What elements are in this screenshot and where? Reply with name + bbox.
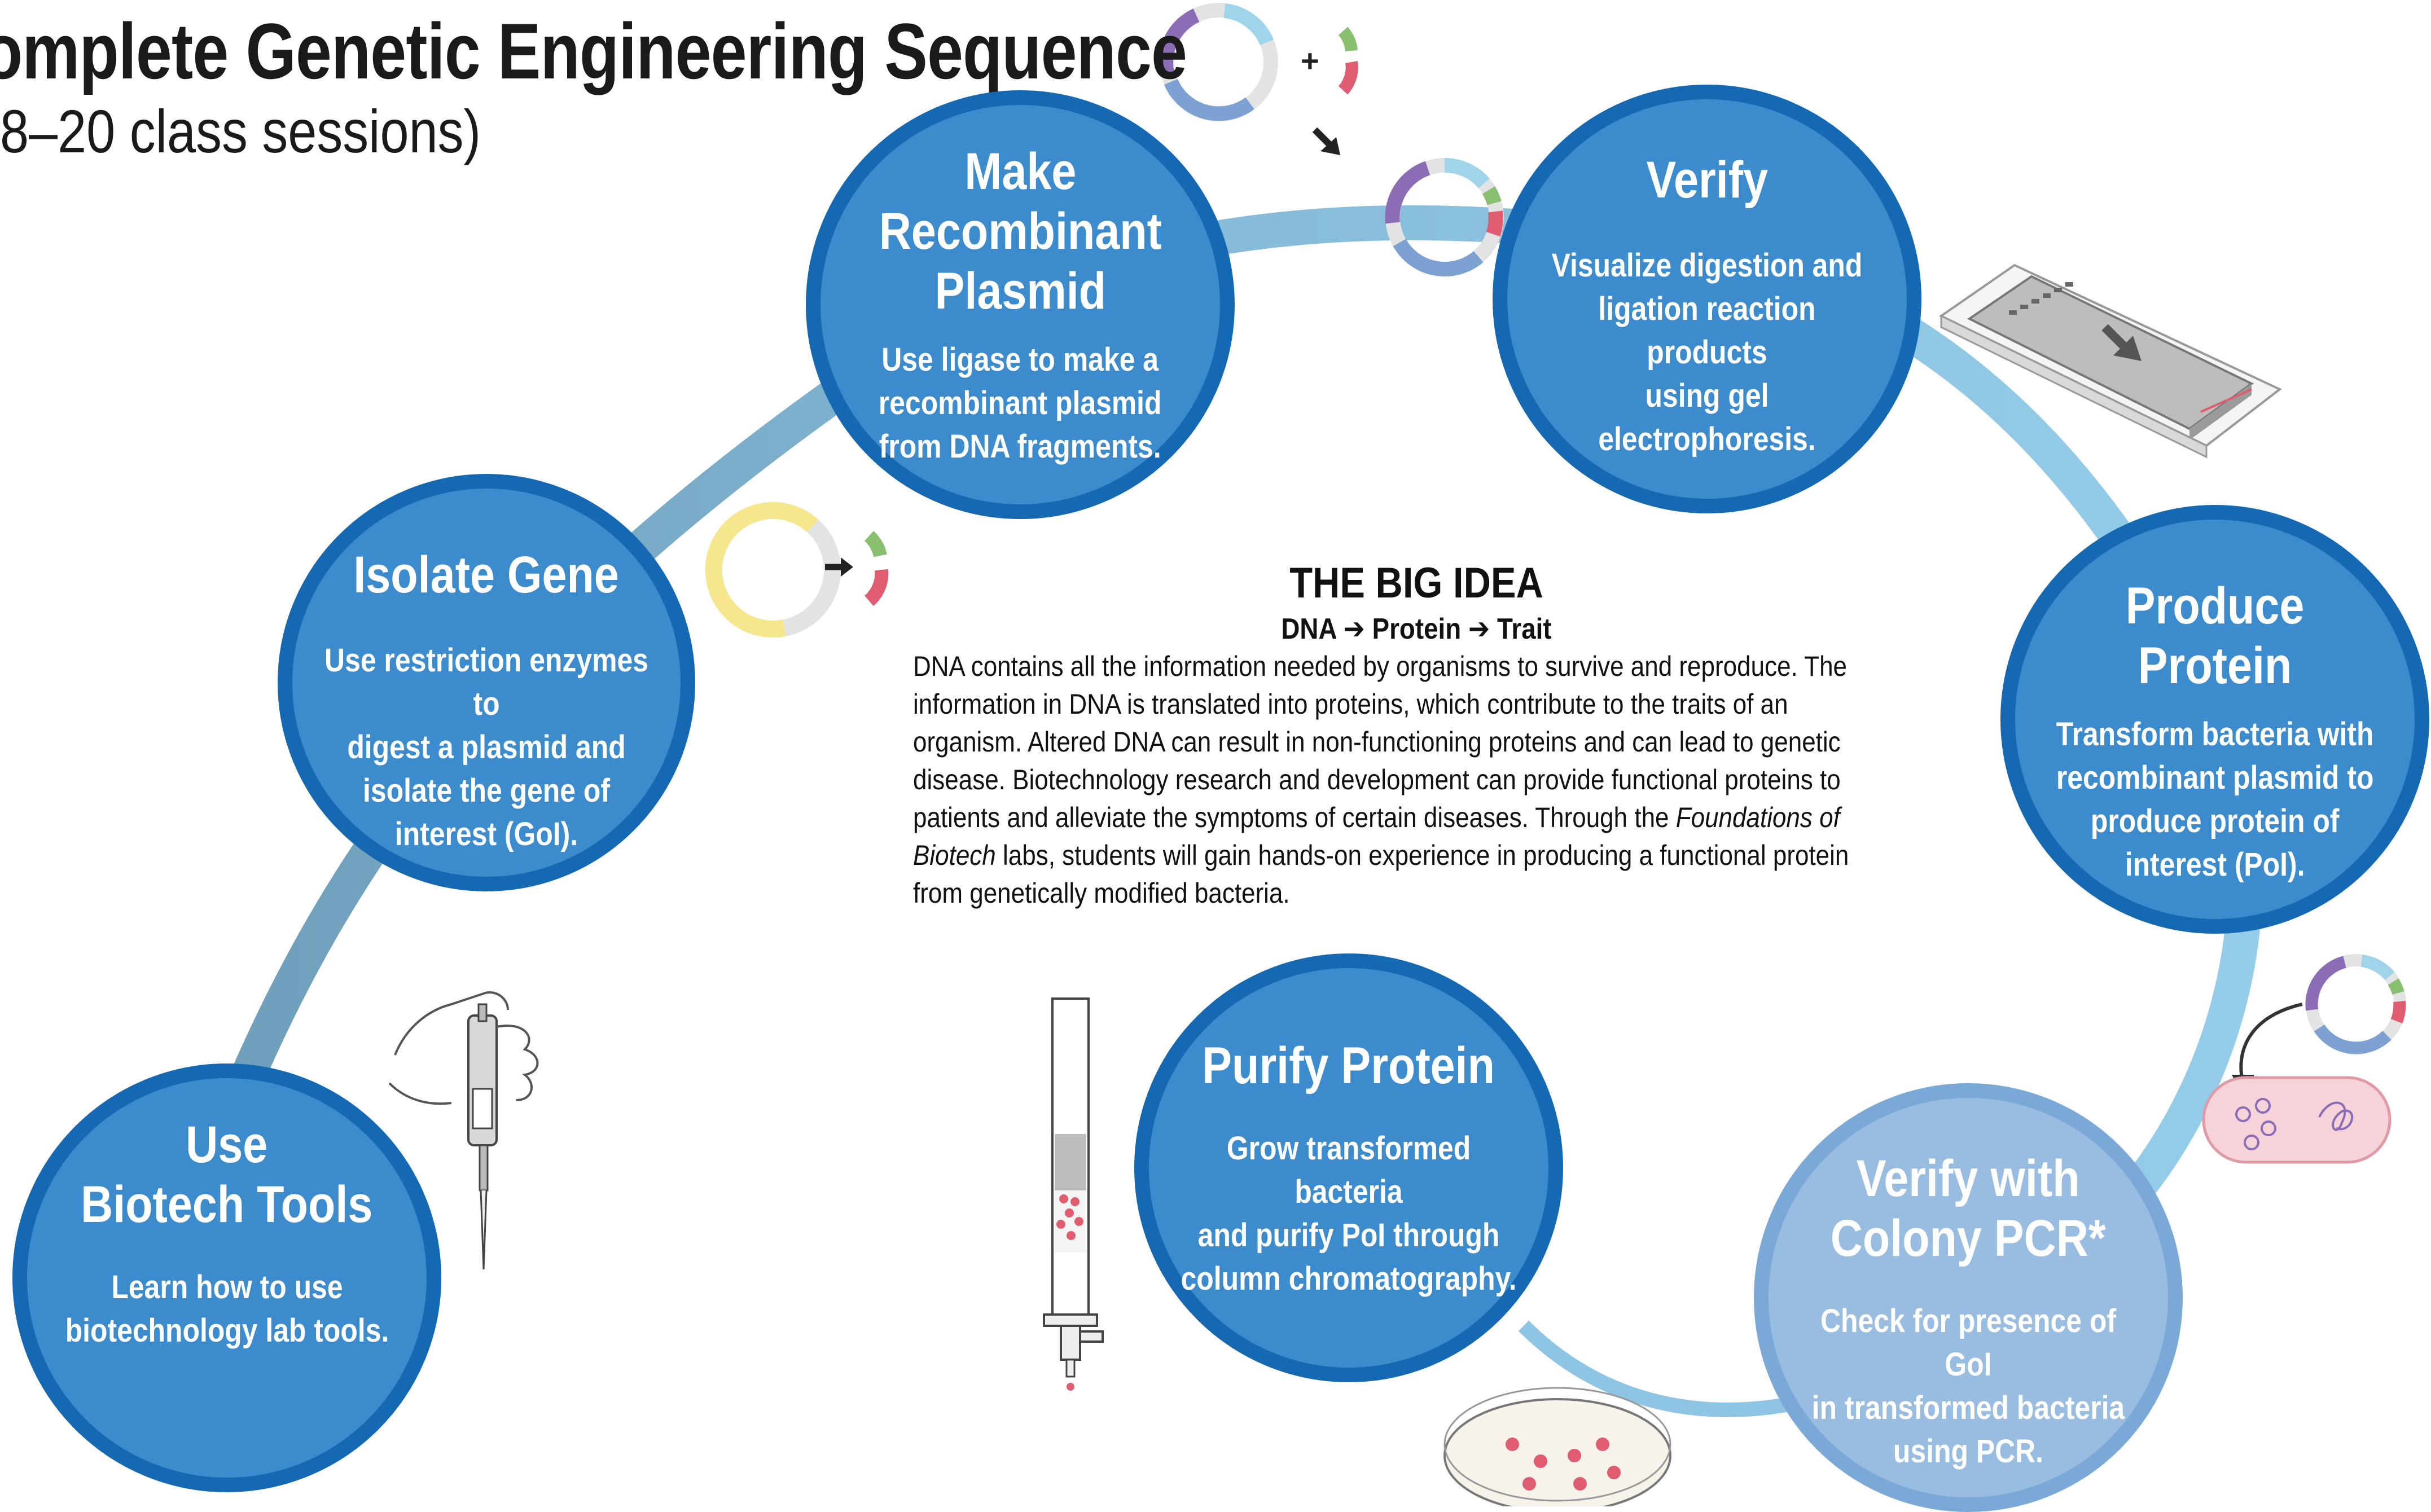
petri-dish-icon	[1443, 1387, 1671, 1506]
step-title: Purify Protein	[1202, 1037, 1495, 1095]
step-description: Use ligase to make a recombinant plasmid…	[879, 341, 1162, 465]
page-title: omplete Genetic Engineering Sequence	[0, 7, 1187, 95]
step-title: Verify with Colony PCR*	[1831, 1150, 2106, 1267]
step-title: Produce Protein	[2125, 577, 2305, 695]
step-verify-colony-pcr: Verify with Colony PCR* Check for presen…	[1754, 1083, 2183, 1512]
arrow-icon	[825, 557, 853, 577]
step-title: Isolate Gene	[353, 546, 620, 604]
gel-box-icon	[1939, 263, 2282, 459]
step-produce-protein: Produce Protein Transform bacteria with …	[2000, 505, 2429, 934]
arrow-icon	[1312, 127, 1340, 155]
step-description: Visualize digestion and ligation reactio…	[1551, 247, 1863, 458]
step-isolate-gene: Isolate Gene Use restriction enzymes to …	[278, 474, 695, 891]
big-idea-body-text: DNA contains all the information needed …	[913, 650, 1848, 833]
plus-sign: +	[1301, 43, 1319, 78]
big-idea-body-italic: Foundations of Biotech	[913, 802, 1840, 871]
big-idea-body: DNA contains all the information needed …	[913, 648, 1896, 912]
big-idea-subtitle: DNA ➔ Protein ➔ Trait	[1281, 613, 1552, 645]
step-title: Make Recombinant Plasmid	[879, 143, 1162, 320]
big-idea-body-text-end: labs, students will gain hands-on experi…	[913, 839, 1849, 909]
big-idea-title: THE BIG IDEA	[1289, 559, 1543, 607]
step-title: Verify	[1646, 151, 1768, 209]
plasmid-icon	[1385, 157, 1504, 276]
step-description: Transform bacteria with recombinant plas…	[2056, 716, 2374, 883]
pipette-icon	[388, 991, 539, 1270]
step-use-biotech-tools: Use Biotech Tools Learn how to use biote…	[12, 1063, 441, 1492]
page-subtitle: 8–20 class sessions)	[0, 97, 481, 165]
dna-fragment-icon	[864, 531, 889, 606]
step-description: Grow transformed bacteria and purify PoI…	[1181, 1130, 1517, 1297]
plasmid-icon	[2305, 954, 2406, 1054]
step-verify: Verify Visualize digestion and ligation …	[1493, 85, 1921, 513]
step-title: Use Biotech Tools	[81, 1116, 373, 1233]
bacteria-dish-icon	[2202, 1003, 2391, 1164]
plasmid-icon	[705, 502, 841, 638]
plasmid-icon	[1159, 3, 1278, 121]
step-make-recombinant-plasmid: Make Recombinant Plasmid Use ligase to m…	[806, 90, 1235, 519]
step-description: Check for presence of GoI in transformed…	[1811, 1303, 2125, 1470]
step-description: Learn how to use biotechnology lab tools…	[65, 1269, 389, 1349]
step-purify-protein: Purify Protein Grow transformed bacteria…	[1134, 953, 1563, 1382]
dna-fragment-icon	[1338, 27, 1358, 95]
chromatography-column-icon	[1043, 997, 1104, 1391]
step-description: Use restriction enzymes to digest a plas…	[324, 642, 648, 852]
